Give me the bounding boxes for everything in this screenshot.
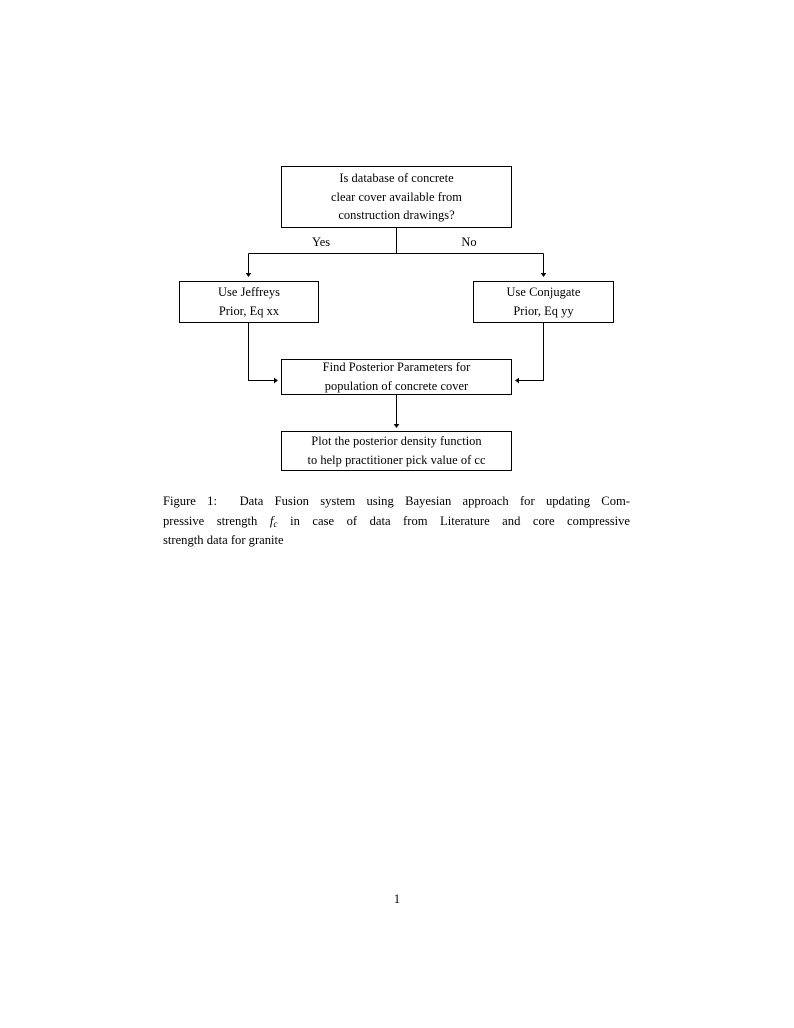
figure-caption: Figure 1: Data Fusion system using Bayes… — [163, 492, 630, 551]
caption-text-2b: in case of data from Literature and core… — [290, 513, 631, 528]
caption-line-3: strength data for granite — [163, 533, 284, 548]
caption-label: Figure 1: — [163, 494, 217, 508]
node-line: Find Posterior Parameters for — [322, 360, 471, 375]
decision-box-database-available: Is database of concrete clear cover avai… — [281, 166, 512, 228]
node-line: population of concrete cover — [324, 379, 469, 393]
figure-flowchart: Is database of concrete clear cover avai… — [0, 0, 794, 500]
math-symbol-fc: fc — [269, 513, 278, 529]
edge-conjugate-to-posterior — [515, 323, 544, 384]
math-base: f — [269, 513, 274, 528]
process-box-conjugate-prior: Use Conjugate Prior, Eq yy — [473, 281, 614, 323]
process-box-plot-posterior-density: Plot the posterior density function to h… — [281, 431, 512, 471]
process-box-find-posterior-parameters: Find Posterior Parameters for population… — [281, 359, 512, 395]
page-number: 1 — [393, 892, 401, 906]
node-line: Plot the posterior density function — [311, 434, 482, 449]
node-line: Prior, Eq yy — [513, 304, 574, 318]
caption-line-1: Figure 1: Data Fusion system using Bayes… — [163, 492, 630, 512]
node-line: Is database of concrete — [339, 170, 454, 185]
caption-line-2: pressive strength fc in case of data fro… — [163, 512, 630, 532]
caption-text-1: Data Fusion system using Bayesian approa… — [239, 494, 630, 508]
node-line: to help practitioner pick value of cc — [307, 453, 486, 467]
edge-label-yes: Yes — [311, 235, 331, 249]
caption-text-2a: pressive strength — [163, 513, 258, 528]
process-box-jeffreys-prior: Use Jeffreys Prior, Eq xx — [179, 281, 319, 323]
node-line: Use Jeffreys — [218, 285, 280, 300]
flowchart-connectors — [245, 228, 547, 428]
node-line: construction drawings? — [338, 208, 455, 223]
edge-jeffreys-to-posterior — [248, 323, 278, 384]
math-subscript: c — [273, 518, 278, 529]
node-line: Prior, Eq xx — [218, 304, 280, 318]
node-line: clear cover available from — [331, 189, 462, 204]
edge-label-no: No — [461, 235, 477, 249]
node-line: Use Conjugate — [506, 285, 581, 300]
